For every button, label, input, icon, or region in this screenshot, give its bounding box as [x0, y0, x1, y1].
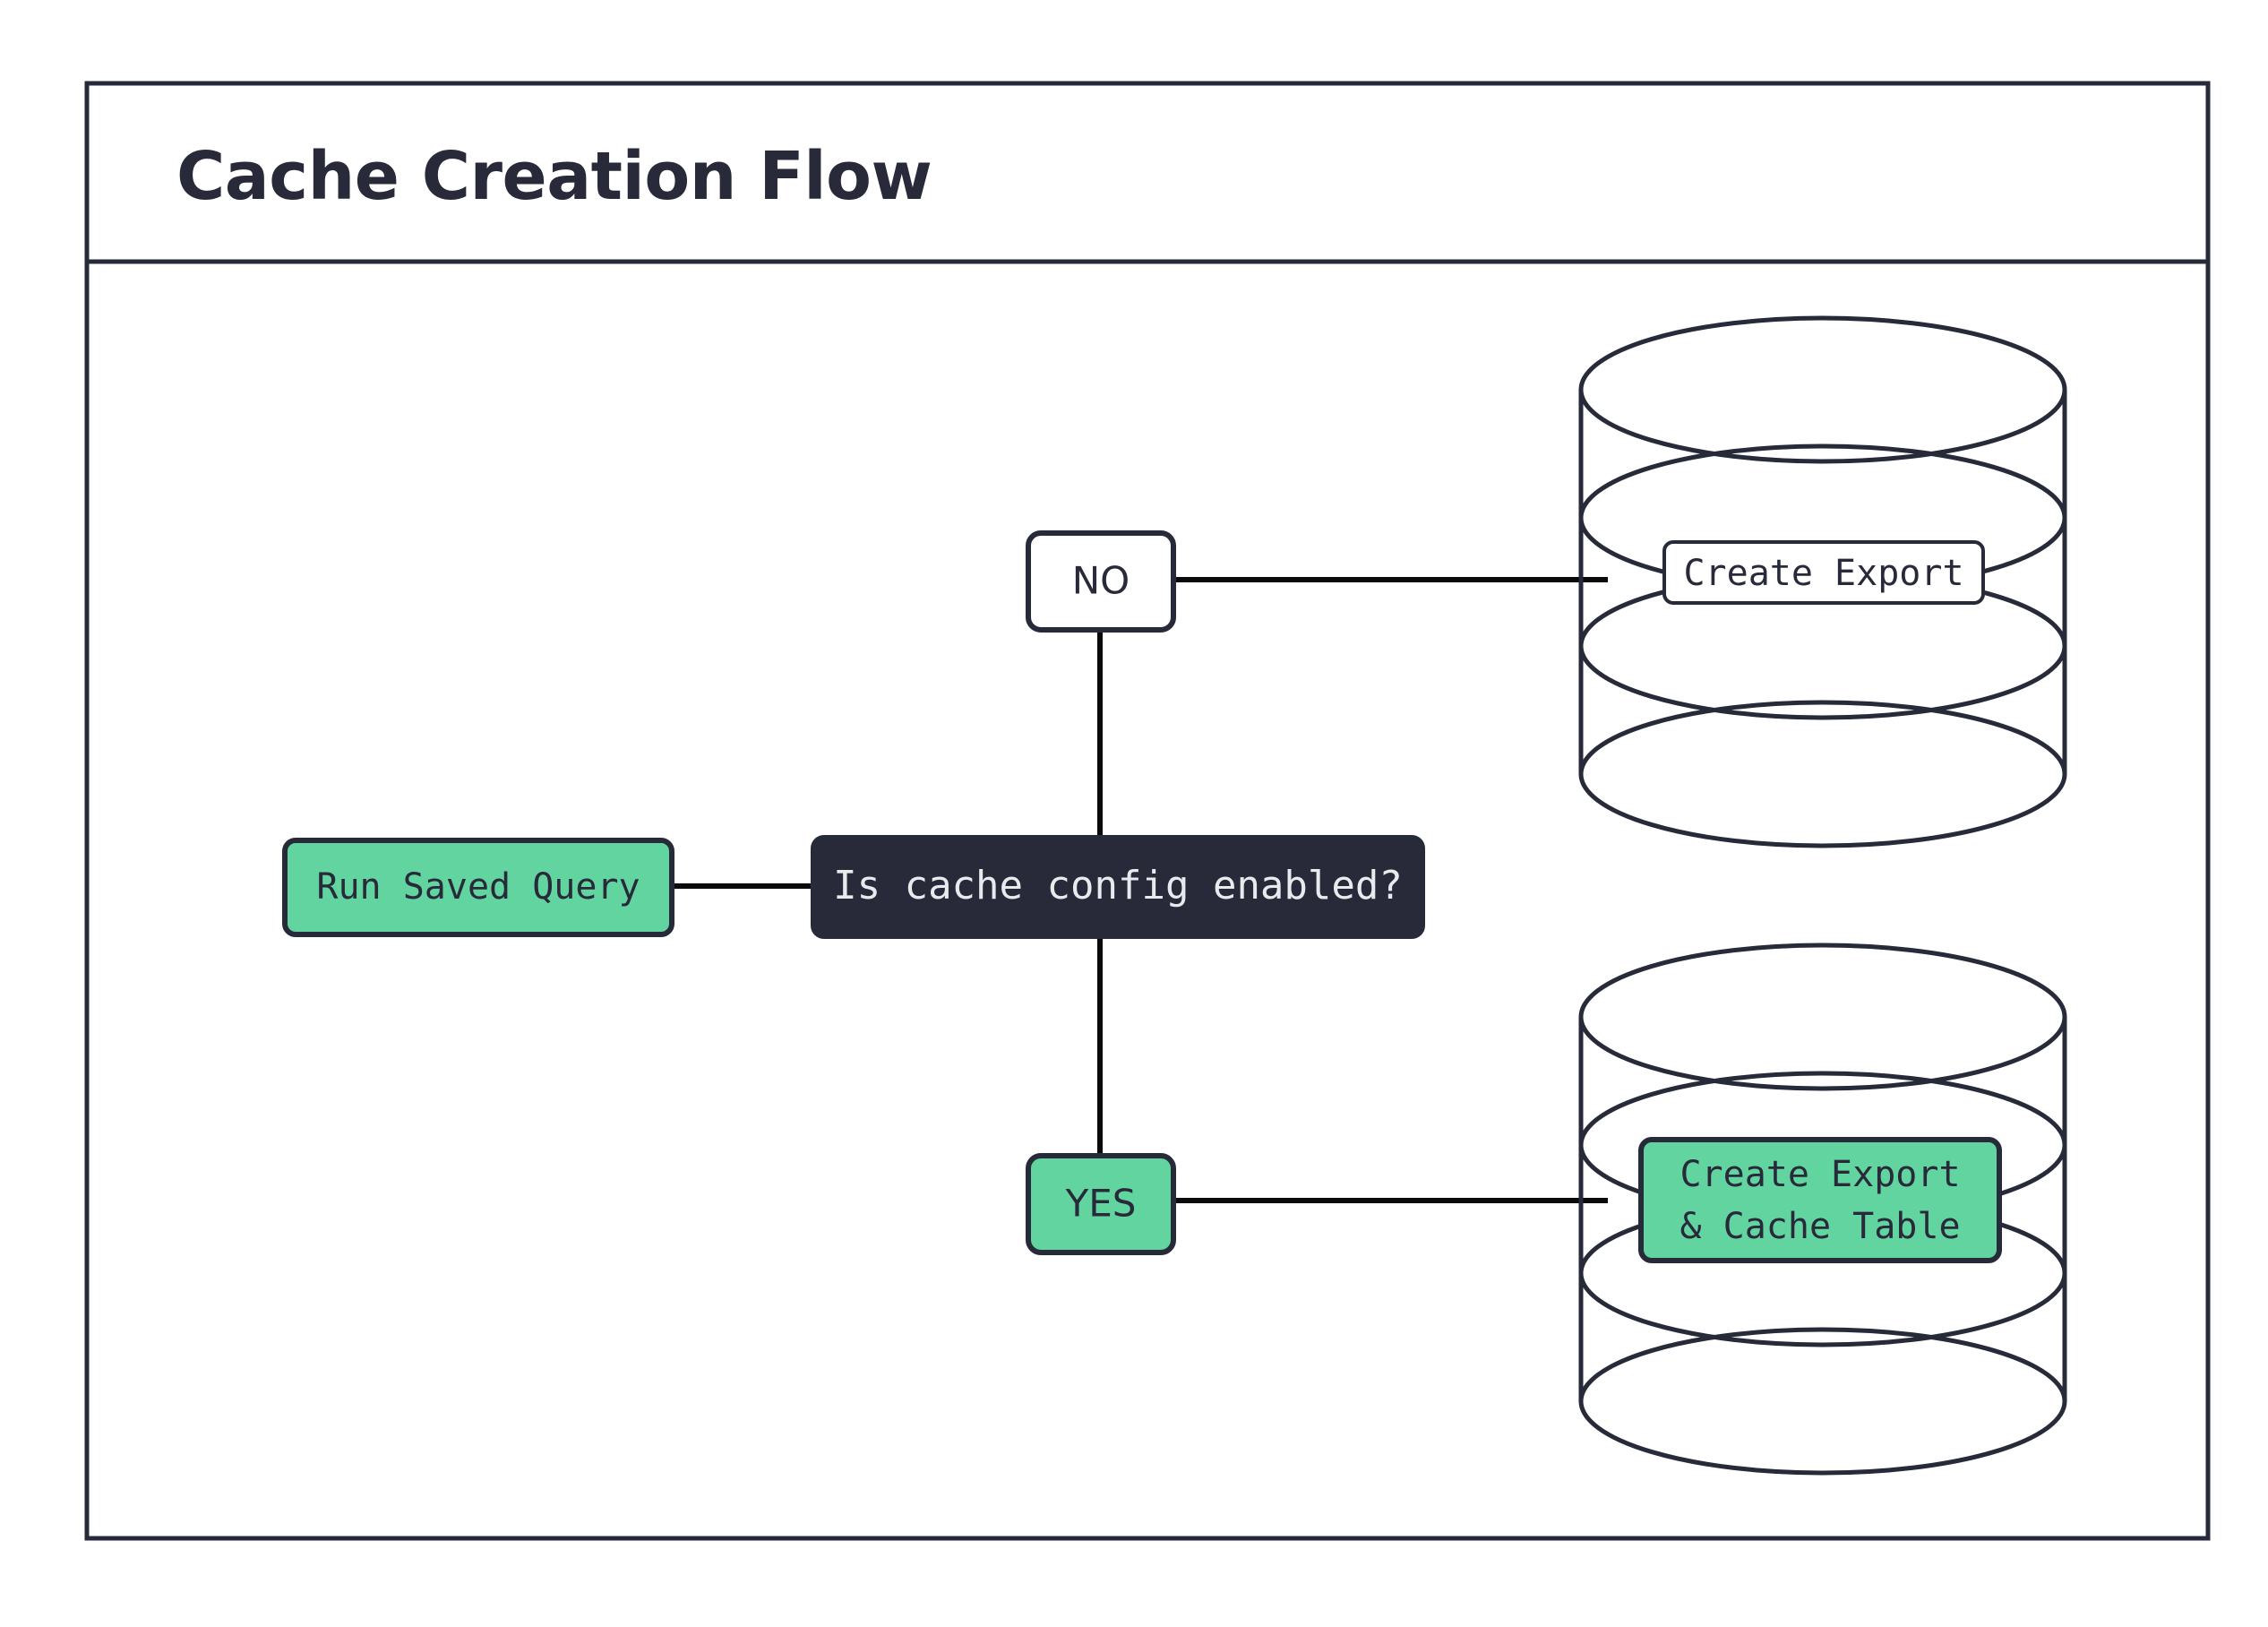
node-decision-box: [811, 835, 1425, 939]
node-branch-yes-label: YES: [1065, 1182, 1137, 1226]
page-title: Cache Creation Flow: [176, 138, 932, 215]
node-run-saved-query[interactable]: Run Saved Query: [282, 838, 674, 937]
db-bottom-disc-1: [1578, 943, 2067, 1091]
db-top-label-chip: [1662, 540, 1985, 605]
db-bottom-label-line-1: Create Export: [1680, 1154, 1960, 1195]
db-top-cylinder[interactable]: Create Export: [1578, 315, 2067, 848]
diagram-frame: [84, 81, 2211, 1541]
node-branch-yes[interactable]: YES: [1026, 1153, 1176, 1255]
db-top-disc-4: [1578, 700, 2067, 848]
node-run-saved-query-label: Run Saved Query: [316, 866, 640, 908]
node-decision-cache-config[interactable]: Is cache config enabled?: [811, 835, 1425, 939]
db-bottom-label-line-2: & Cache Table: [1680, 1206, 1960, 1247]
db-bottom-disc-4: [1578, 1327, 2067, 1476]
node-branch-no-box: [1026, 530, 1176, 633]
node-branch-no-label: NO: [1072, 559, 1130, 603]
node-run-saved-query-box: [282, 838, 674, 937]
db-top-disc-1: [1578, 315, 2067, 464]
db-bottom-label-chip: [1638, 1137, 2002, 1263]
db-top-label: Create Export: [1683, 553, 1963, 594]
node-branch-no[interactable]: NO: [1026, 530, 1176, 633]
db-bottom-cylinder[interactable]: Create Export & Cache Table: [1578, 943, 2067, 1476]
node-branch-yes-box: [1026, 1153, 1176, 1255]
node-decision-label: Is cache config enabled?: [833, 863, 1403, 908]
